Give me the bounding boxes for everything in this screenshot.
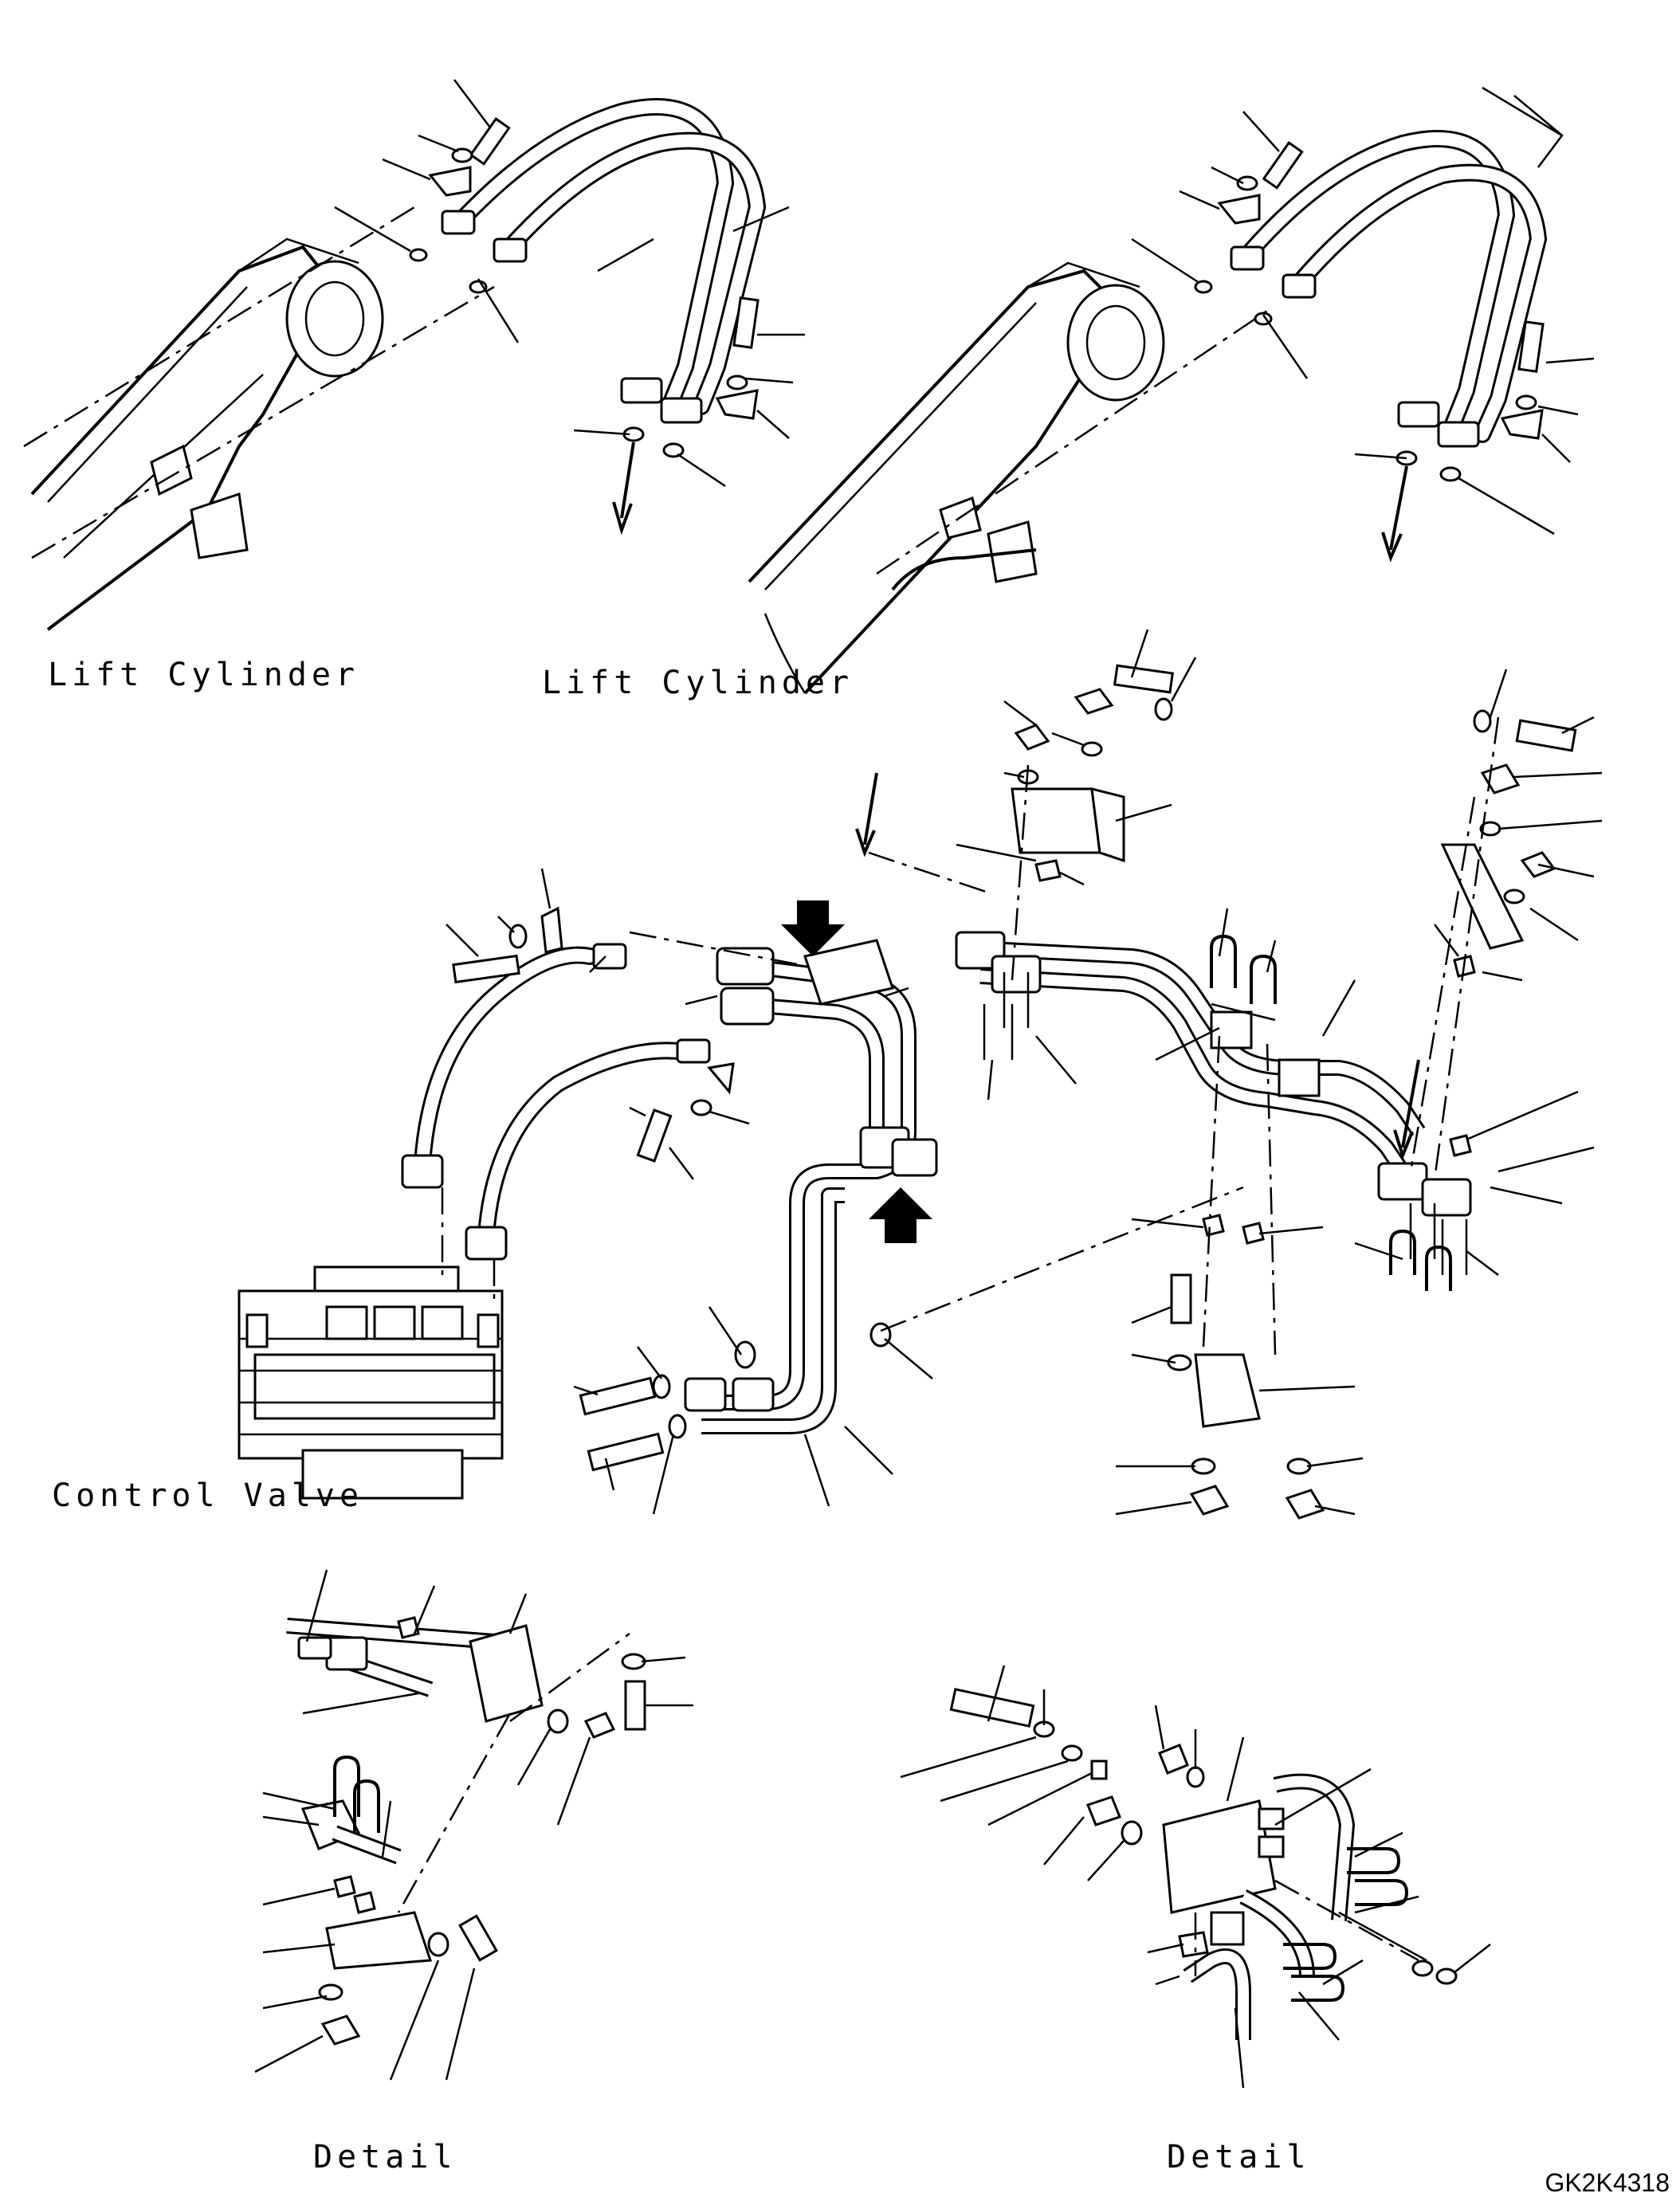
label-detail-left: Detail	[313, 2139, 457, 2175]
label-control-valve: Control Valve	[52, 1477, 363, 1514]
drawing-code: GK2K4318	[1545, 2168, 1670, 2197]
detail-left	[254, 1569, 693, 2081]
label-lift-cylinder-right: Lift Cylinder	[542, 665, 854, 701]
arrow-down-icon	[781, 900, 845, 956]
label-lift-cylinder-left: Lift Cylinder	[48, 657, 359, 693]
pipe-run-right	[855, 629, 1603, 1520]
lift-cylinder-left-assembly	[23, 79, 805, 631]
lift-cylinder-right-assembly	[748, 86, 1595, 695]
control-valve-assembly	[237, 868, 1244, 1515]
arrow-up-icon	[869, 1187, 932, 1243]
label-detail-right: Detail	[1167, 2139, 1311, 2175]
detail-right	[900, 1665, 1491, 2089]
